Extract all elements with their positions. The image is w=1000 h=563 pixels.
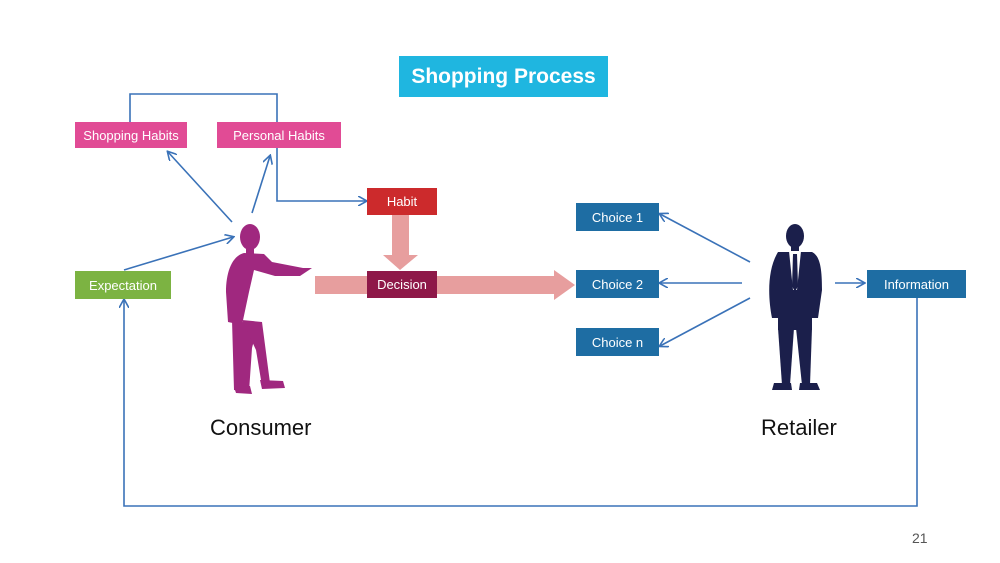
consumer-to-personal-habits-arrow	[251, 156, 270, 214]
retailer-label: Retailer	[761, 415, 837, 440]
personal-habits-to-habit-connector	[276, 148, 366, 201]
diagram-title: Shopping Process	[399, 56, 608, 97]
node-information: Information	[867, 270, 966, 298]
retailer-silhouette-icon	[769, 224, 822, 390]
node-personal-habits: Personal Habits	[217, 122, 341, 148]
node-decision: Decision	[367, 271, 437, 298]
node-expectation: Expectation	[75, 271, 171, 299]
retailer-to-choice-1-arrow	[660, 214, 751, 263]
node-shopping-habits: Shopping Habits	[75, 122, 187, 148]
flow-arrow-to-choices	[315, 270, 575, 300]
node-choice-n: Choice n	[576, 328, 659, 356]
node-choice-1: Choice 1	[576, 203, 659, 231]
node-habit: Habit	[367, 188, 437, 215]
consumer-label: Consumer	[210, 415, 312, 440]
flow-arrow-habit-to-decision	[383, 215, 418, 270]
consumer-silhouette-icon	[226, 224, 312, 394]
page-number: 21	[912, 530, 928, 546]
retailer-to-choice-n-arrow	[660, 297, 751, 346]
consumer-to-shopping-habits-arrow	[168, 152, 233, 223]
habits-bracket-connector	[129, 93, 278, 122]
information-to-expectation-loop	[124, 298, 918, 507]
expectation-to-consumer-arrow	[123, 237, 233, 271]
node-choice-2: Choice 2	[576, 270, 659, 298]
